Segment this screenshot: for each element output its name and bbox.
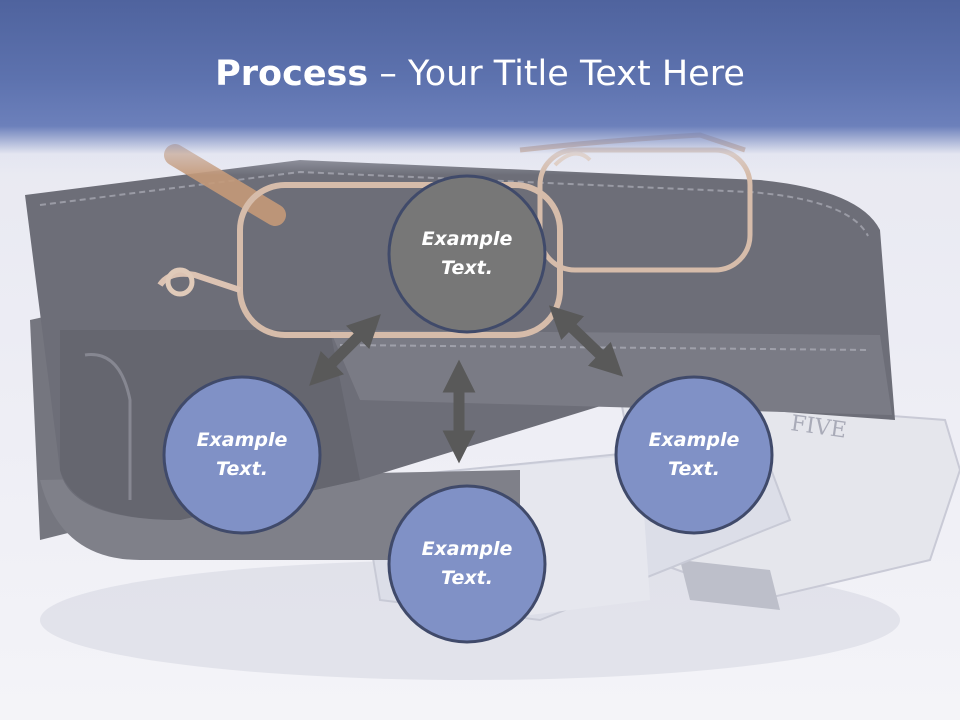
title-bold: Process xyxy=(215,54,369,94)
node-right-line2: Text. xyxy=(668,458,720,480)
arrow-top-right xyxy=(548,305,624,377)
node-bottom-line2: Text. xyxy=(441,567,493,589)
node-left-line1: Example xyxy=(196,429,288,451)
node-right-circle xyxy=(614,375,774,535)
title-rest: – Your Title Text Here xyxy=(368,54,745,94)
arrow-top-left xyxy=(309,314,381,386)
title-band xyxy=(0,0,960,175)
node-right-label: Example Text. xyxy=(619,426,769,484)
node-top-line1: Example xyxy=(421,228,513,250)
node-top-circle xyxy=(387,174,547,334)
node-left-label: Example Text. xyxy=(167,426,317,484)
node-bottom-circle xyxy=(387,484,547,644)
node-top-line2: Text. xyxy=(441,257,493,279)
slide-title: Process – Your Title Text Here xyxy=(0,52,960,96)
node-right-line1: Example xyxy=(648,429,740,451)
node-top-label: Example Text. xyxy=(392,225,542,283)
node-left-line2: Text. xyxy=(216,458,268,480)
node-left-circle xyxy=(162,375,322,535)
node-bottom-line1: Example xyxy=(421,538,513,560)
node-bottom-label: Example Text. xyxy=(392,535,542,593)
